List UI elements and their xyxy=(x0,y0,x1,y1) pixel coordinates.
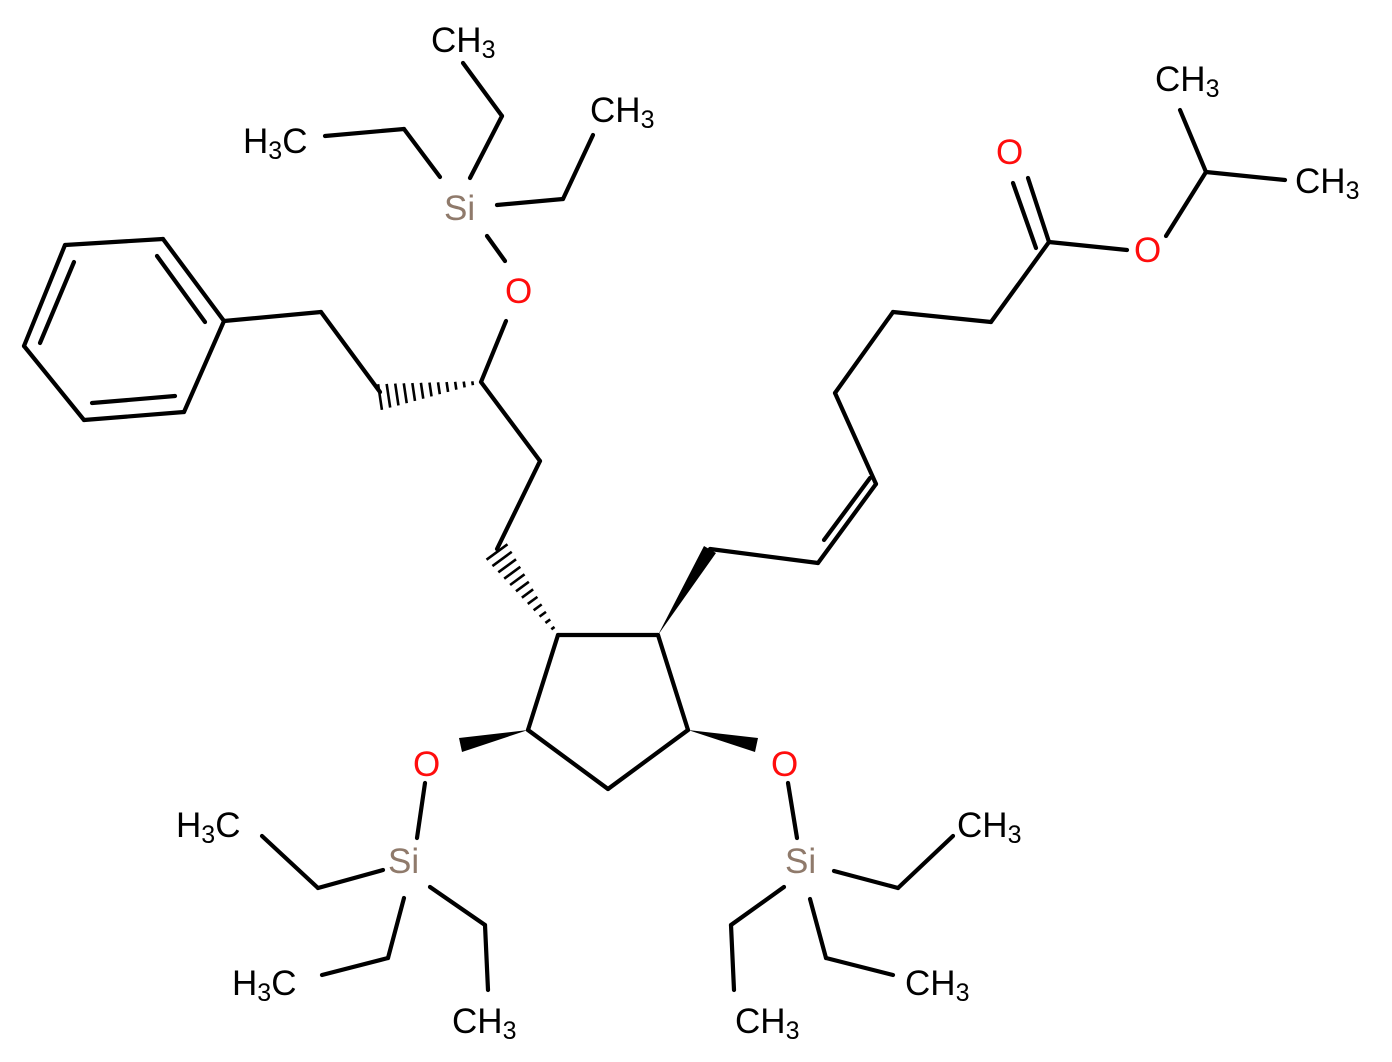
hash-bond-ring-chain-stroke xyxy=(556,633,560,637)
atom-o-carbonyl: O xyxy=(996,133,1023,172)
atom-o-ester: O xyxy=(1134,231,1161,270)
atom-ch3-top: CH3 xyxy=(431,21,495,64)
hash-bond-ring-chain-stroke xyxy=(509,573,526,587)
atom-o-top: O xyxy=(505,272,532,311)
hash-bond-ring-chain-stroke xyxy=(503,565,522,580)
hash-bond-ring-chain-stroke xyxy=(532,603,543,612)
hash-bond-ring-chain-stroke xyxy=(485,543,509,561)
hash-bond-c15-stroke xyxy=(462,381,466,388)
atom-o-ring-right: O xyxy=(771,745,798,784)
atom-si-top: Si xyxy=(444,189,475,228)
atom-si-bottom-left: Si xyxy=(388,842,419,881)
wedge-bonds xyxy=(459,546,758,752)
hashed-bonds xyxy=(376,380,560,637)
atom-ch3-ipr-right: CH3 xyxy=(1295,162,1359,205)
hash-bond-ring-chain-stroke xyxy=(544,618,552,624)
hash-bond-c15-stroke xyxy=(411,382,417,402)
atom-h3c-bl-upper: H3C xyxy=(176,806,240,849)
atom-ch3-br-upper: CH3 xyxy=(957,806,1021,849)
hash-bond-c15-stroke xyxy=(436,382,442,395)
hash-bond-ring-chain-stroke xyxy=(515,580,530,593)
hash-bond-c15-stroke xyxy=(419,382,425,399)
atom-ch3-br-bottom: CH3 xyxy=(735,1002,799,1045)
atom-h3c-top-left: H3C xyxy=(243,122,307,165)
atom-ch3-ipr-top: CH3 xyxy=(1155,60,1219,103)
atom-ch3-br-lower: CH3 xyxy=(905,964,969,1007)
hash-bond-c15-stroke xyxy=(445,381,450,393)
atom-h3c-bl-lower: H3C xyxy=(232,964,296,1007)
hash-bond-ring-chain-stroke xyxy=(538,610,547,618)
hash-bond-ring-chain-stroke xyxy=(521,588,534,599)
atom-labels: CH3 CH3 H3C Si O O O CH3 CH3 O O Si H3C … xyxy=(176,21,1359,1045)
hash-bond-c15-stroke xyxy=(393,383,400,406)
atom-ch3-top-right: CH3 xyxy=(590,91,654,134)
hash-bond-ring-chain-stroke xyxy=(491,550,513,568)
hash-bond-ring-chain-stroke xyxy=(550,625,556,631)
hash-bond-c15-stroke xyxy=(453,381,458,390)
single-bonds xyxy=(21,60,1288,993)
hash-bond-ring-chain-stroke xyxy=(526,595,539,606)
hash-bond-c15-stroke xyxy=(471,381,475,386)
hash-bond-c15-stroke xyxy=(402,383,409,404)
atom-o-ring-left: O xyxy=(413,745,440,784)
atom-si-bottom-right: Si xyxy=(785,842,816,881)
hash-bond-c15-stroke xyxy=(376,383,384,411)
hash-bond-c15-stroke xyxy=(385,383,392,408)
hash-bond-c15-stroke xyxy=(428,382,433,397)
atom-ch3-bl-bottom: CH3 xyxy=(452,1002,516,1045)
hash-bond-ring-chain-stroke xyxy=(497,558,517,574)
